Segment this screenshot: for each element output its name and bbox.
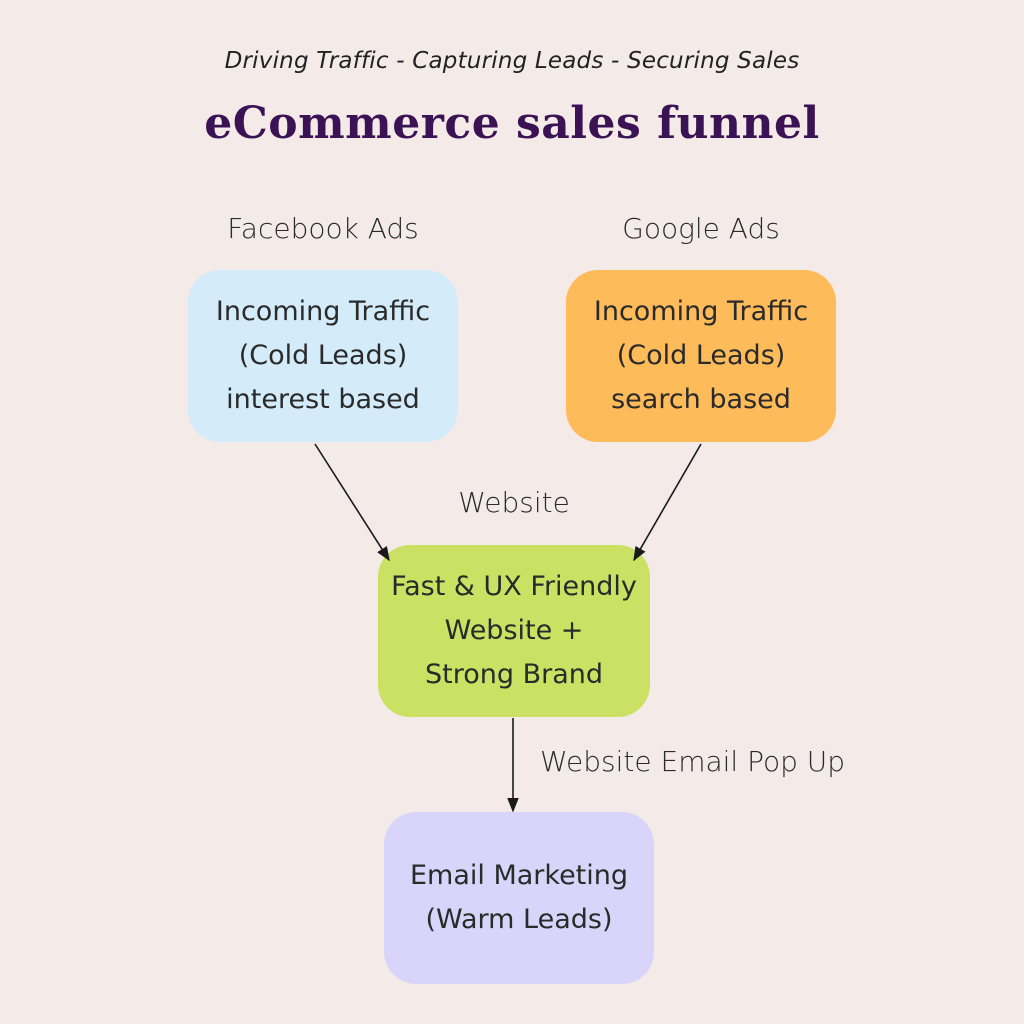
website-label: Website <box>458 486 570 519</box>
box-line: Email Marketing <box>409 860 629 891</box>
box-line: search based <box>611 384 791 415</box>
facebook-ads-label: Facebook Ads <box>227 212 419 245</box>
website-box: Fast & UX Friendly Website + Strong Bran… <box>378 545 650 717</box>
facebook-traffic-box: Incoming Traffic (Cold Leads) interest b… <box>188 270 458 442</box>
box-line: Fast & UX Friendly <box>391 571 637 602</box>
google-ads-label: Google Ads <box>622 212 780 245</box>
page-title: eCommerce sales funnel <box>204 98 820 149</box>
google-traffic-box: Incoming Traffic (Cold Leads) search bas… <box>566 270 836 442</box>
email-popup-edge-label: Website Email Pop Up <box>540 745 846 778</box>
email-marketing-box: Email Marketing (Warm Leads) <box>384 812 654 984</box>
box-line: (Cold Leads) <box>238 340 408 371</box>
arrow-facebook-to-website <box>314 443 390 562</box>
box-line: Website + <box>444 615 584 646</box>
box-line: (Warm Leads) <box>425 904 613 935</box>
box-line: interest based <box>226 384 420 415</box>
box-line: Incoming Traffic <box>593 296 809 327</box>
box-line: Incoming Traffic <box>215 296 431 327</box>
subtitle: Driving Traffic - Capturing Leads - Secu… <box>224 48 800 74</box>
box-line: (Cold Leads) <box>616 340 786 371</box>
arrow-google-to-website <box>633 443 702 562</box>
box-line: Strong Brand <box>424 659 603 690</box>
